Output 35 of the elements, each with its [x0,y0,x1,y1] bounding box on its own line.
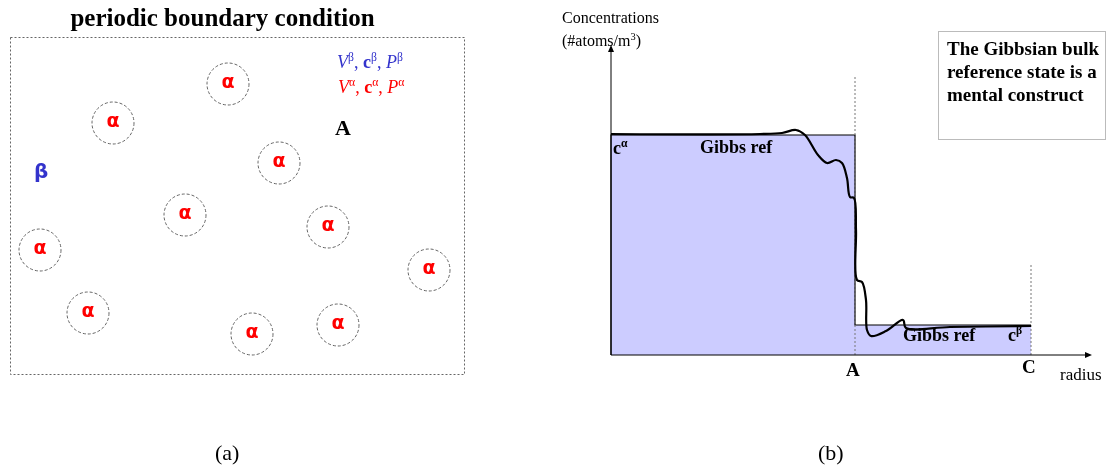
phase-symbol: α [177,202,193,223]
dashed-circle [230,312,274,356]
dashed-circle [257,141,301,185]
axis-label: radius [1060,366,1102,385]
panel-caption: (b) [818,441,844,466]
note-box [938,31,1106,140]
panel-title: periodic boundary condition [69,4,376,32]
phase-symbol: α [421,257,437,278]
axis-label: Concentrations (#atoms/m$^{3}$) [562,8,660,52]
phase-symbol: α [320,214,336,235]
phase-symbol: α [244,321,260,342]
phase-symbol: α [32,237,48,258]
dashed-circle [306,205,350,249]
phase-symbol: β [34,160,49,182]
phase-symbol: α [220,71,236,92]
phase-property-label: V$^{β}$, c$^{β}$, P$^{β}$ [337,53,403,73]
reference-label: Gibbs ref [700,138,773,158]
dashed-circle [407,248,451,292]
phase-symbol: α [271,150,287,171]
point-label: A [335,116,351,141]
note-text: The Gibbsian bulk reference state is a mental construct [947,38,1101,107]
dashed-circle [18,228,62,272]
phase-symbol: α [330,312,346,333]
phase-symbol: α [105,110,121,131]
dashed-circle [206,62,250,106]
panel-caption: (a) [215,441,240,466]
tick-label: C [1022,357,1036,378]
concentration-label: c$^{α}$ [613,139,628,159]
dashed-circle [66,291,110,335]
phase-symbol: α [80,300,96,321]
tick-label: A [846,360,860,381]
dashed-circle [91,101,135,145]
dashed-circle [316,303,360,347]
phase-property-label: V$^{α}$, c$^{α}$, P$^{α}$ [338,78,405,98]
dashed-circle [163,193,207,237]
